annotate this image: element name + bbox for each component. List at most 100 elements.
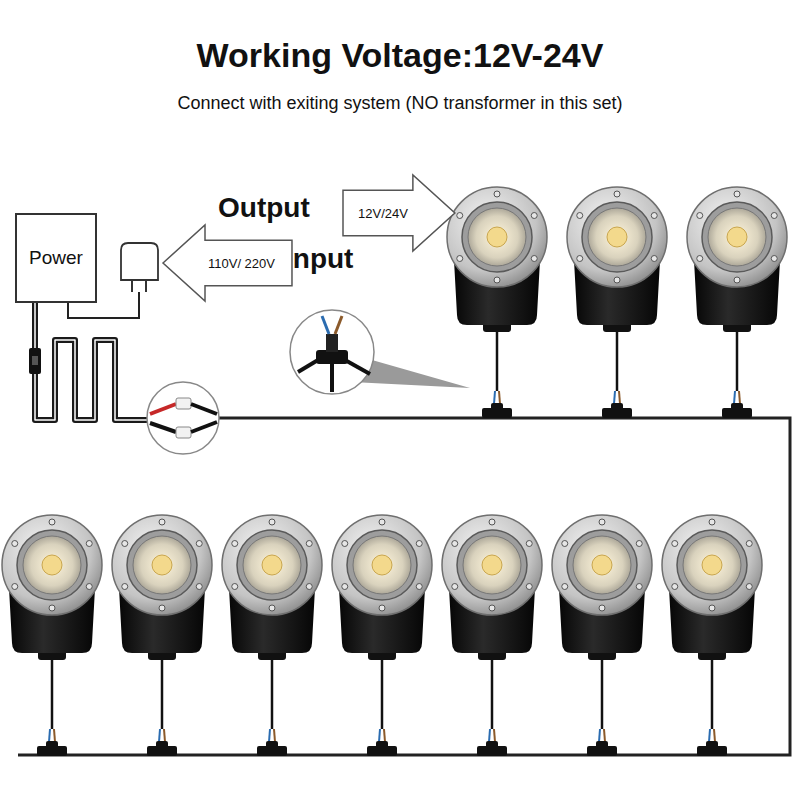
wire-brown	[604, 729, 605, 742]
title: Working Voltage:12V-24V	[0, 36, 800, 75]
light-lens	[463, 536, 521, 594]
light-ring	[222, 515, 322, 615]
light-ring	[552, 515, 652, 615]
screw	[489, 519, 495, 525]
connector	[477, 746, 507, 756]
light-ring	[662, 515, 762, 615]
light-bezel	[17, 530, 87, 600]
light-lens	[708, 208, 766, 266]
ground-light	[442, 515, 542, 756]
screw	[599, 519, 605, 525]
light-lens	[353, 536, 411, 594]
connector	[326, 334, 338, 352]
light-bezel	[127, 530, 197, 600]
power-cord-inner	[35, 303, 150, 420]
light-ring	[442, 515, 542, 615]
screw	[122, 541, 128, 547]
light-bezel	[567, 530, 637, 600]
power-cord-outer	[35, 303, 150, 420]
light-ring	[112, 515, 212, 615]
light-cable	[496, 332, 499, 391]
wire-brown	[164, 729, 165, 742]
screw	[494, 277, 500, 283]
light-lens	[133, 536, 191, 594]
connector	[697, 746, 727, 756]
screw	[306, 584, 312, 590]
screw	[636, 584, 642, 590]
screw	[526, 584, 532, 590]
screw	[577, 213, 583, 219]
wire-blue	[489, 729, 490, 742]
connector	[37, 746, 67, 756]
light-ring	[447, 187, 547, 287]
screw	[709, 605, 715, 611]
screw	[416, 541, 422, 547]
screw	[49, 519, 55, 525]
light-cable	[711, 660, 714, 729]
screw	[672, 541, 678, 547]
connector	[316, 350, 348, 364]
screw	[232, 584, 238, 590]
screw	[232, 541, 238, 547]
screw	[709, 519, 715, 525]
screw	[342, 541, 348, 547]
light-cable	[616, 332, 619, 391]
wire-red	[150, 404, 176, 414]
wire-brown	[274, 729, 275, 742]
ground-light	[2, 515, 102, 756]
arrow-shape	[163, 225, 292, 301]
screw	[531, 213, 537, 219]
wire-blue	[379, 729, 380, 742]
connector	[367, 746, 397, 756]
led-chip	[262, 555, 282, 575]
screw	[306, 541, 312, 547]
light-ring	[567, 187, 667, 287]
node-text: Power	[29, 247, 83, 269]
light-lens	[573, 536, 631, 594]
light-ring	[332, 515, 432, 615]
plug-pin	[131, 280, 133, 292]
light-cable	[491, 660, 494, 729]
wire-blue	[734, 391, 735, 404]
screw	[697, 256, 703, 262]
light-ring	[2, 515, 102, 615]
screw	[159, 605, 165, 611]
screw	[159, 519, 165, 525]
light-lens	[243, 536, 301, 594]
light-cable	[51, 660, 54, 729]
wire-blue	[494, 391, 495, 404]
screw	[531, 256, 537, 262]
screw	[416, 584, 422, 590]
screw	[734, 191, 740, 197]
wire-cap	[176, 398, 191, 409]
wire-blue	[269, 729, 270, 742]
ground-light	[332, 515, 432, 756]
screw	[49, 605, 55, 611]
wire-brown	[714, 729, 715, 742]
led-chip	[372, 555, 392, 575]
screw	[269, 605, 275, 611]
ground-light	[447, 187, 547, 418]
screw	[86, 584, 92, 590]
plug-body	[121, 243, 158, 280]
wire-blue	[614, 391, 615, 404]
wire-black	[150, 423, 176, 432]
main-wire	[18, 418, 790, 755]
led-chip	[727, 227, 747, 247]
wire-brown	[384, 729, 385, 742]
wire-blue	[599, 729, 600, 742]
switch	[29, 348, 41, 374]
screw	[489, 605, 495, 611]
screw	[196, 541, 202, 547]
node-text: 110V/ 220V	[208, 256, 275, 271]
wire-cap	[176, 427, 191, 438]
screw	[672, 584, 678, 590]
screw	[494, 191, 500, 197]
screw	[452, 541, 458, 547]
screw	[269, 519, 275, 525]
label: Input	[285, 243, 353, 275]
wire-black	[345, 360, 370, 374]
screw	[122, 584, 128, 590]
ground-light	[687, 187, 787, 418]
light-lens	[468, 208, 526, 266]
